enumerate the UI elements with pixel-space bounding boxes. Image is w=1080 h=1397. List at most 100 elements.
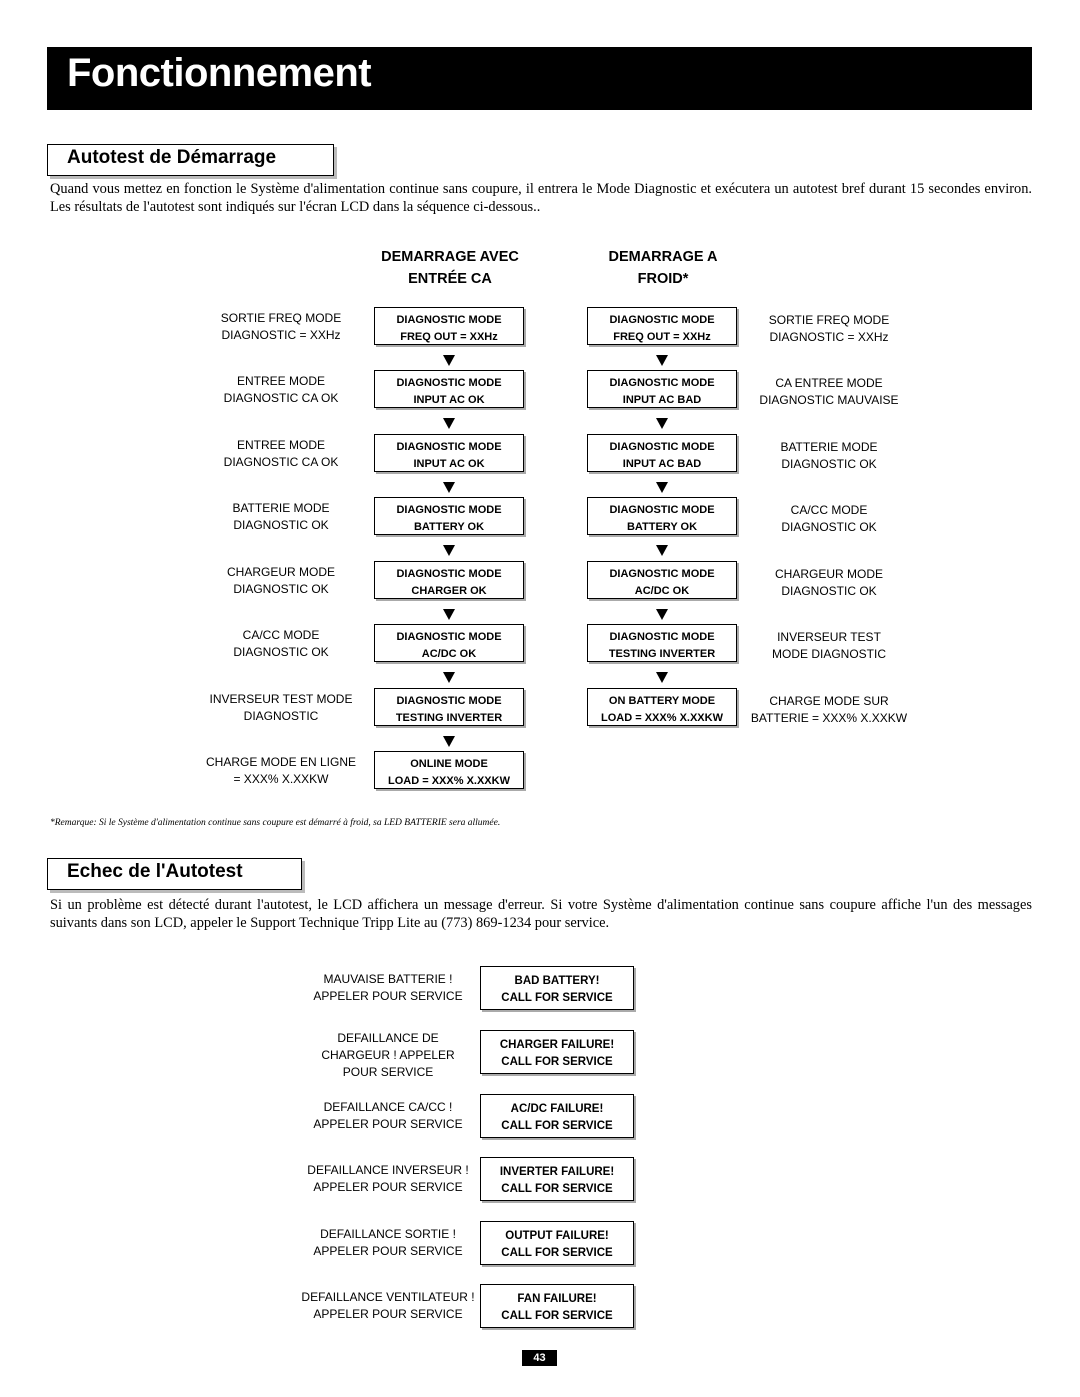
step-label: CHARGEUR MODE DIAGNOSTIC OK [744, 566, 914, 600]
section-heading-text: Echec de l'Autotest [67, 861, 243, 882]
lcd-line1: DIAGNOSTIC MODE [396, 504, 502, 516]
lcd-line2: FREQ OUT = XXHz [613, 331, 711, 343]
step-label-line1: CHARGEUR MODE [774, 567, 883, 581]
error-lcd-display: FAN FAILURE! CALL FOR SERVICE [480, 1284, 634, 1328]
error-lcd-display: OUTPUT FAILURE!CALL FOR SERVICE [480, 1221, 634, 1265]
section-heading-autotest: Autotest de Démarrage [47, 144, 334, 176]
step-label-line2: DIAGNOSTIC OK [233, 582, 329, 596]
error-label: MAUVAISE BATTERIE ! APPELER POUR SERVICE [293, 971, 483, 1005]
error-label-line: APPELER POUR SERVICE [313, 1117, 463, 1131]
error-label-line: DEFAILLANCE DE [337, 1031, 439, 1045]
error-lcd-display: BAD BATTERY!CALL FOR SERVICE [480, 966, 634, 1010]
page-title: Fonctionnement [67, 51, 372, 95]
down-arrow-icon [656, 418, 668, 429]
error-label: DEFAILLANCE INVERSEUR ! APPELER POUR SERV… [293, 1162, 483, 1196]
lcd-line2: LOAD = XXX% X.XXKW [388, 775, 510, 787]
lcd-line2: INPUT AC OK [413, 394, 485, 406]
lcd-line1: DIAGNOSTIC MODE [396, 695, 502, 707]
section-heading-echec: Echec de l'Autotest [47, 858, 302, 890]
lcd-line1: DIAGNOSTIC MODE [396, 568, 502, 580]
error-lcd-display: INVERTER FAILURE! CALL FOR SERVICE [480, 1157, 634, 1201]
left-heading-line1: DEMARRAGE AVEC [381, 249, 519, 265]
step-label: CHARGE MODE EN LIGNE = XXX% X.XXKW [196, 754, 366, 788]
error-lcd-line2: CALL FOR SERVICE [501, 1183, 613, 1195]
lcd-line2: AC/DC OK [634, 585, 690, 597]
lcd-line1: DIAGNOSTIC MODE [609, 377, 715, 389]
step-label-line2: DIAGNOSTIC OK [233, 645, 329, 659]
lcd-display: DIAGNOSTIC MODE BATTERY OK [587, 497, 737, 535]
step-label-line2: MODE DIAGNOSTIC [771, 647, 886, 661]
lcd-line1: DIAGNOSTIC MODE [609, 568, 715, 580]
step-label-line2: DIAGNOSTIC MAUVAISE [759, 393, 899, 407]
down-arrow-icon [443, 418, 455, 429]
down-arrow-icon [656, 545, 668, 556]
step-label-line2: BATTERIE = XXX% X.XXKW [750, 711, 908, 725]
step-label-line2: DIAGNOSTIC OK [781, 584, 877, 598]
lcd-line2: INPUT AC BAD [622, 394, 702, 406]
step-label-line1: CHARGE MODE EN LIGNE [205, 755, 357, 769]
lcd-line1: ON BATTERY MODE [608, 695, 716, 707]
error-label: DEFAILLANCE SORTIE !APPELER POUR SERVICE [293, 1226, 483, 1260]
down-arrow-icon [443, 355, 455, 366]
error-lcd-line1: AC/DC FAILURE! [510, 1103, 604, 1115]
lcd-line1: DIAGNOSTIC MODE [396, 314, 502, 326]
lcd-line2: AC/DC OK [421, 648, 477, 660]
error-label-line: POUR SERVICE [342, 1065, 434, 1079]
error-lcd-line2: CALL FOR SERVICE [501, 1247, 613, 1259]
step-label-line1: BATTERIE MODE [232, 501, 330, 515]
failure-paragraph: Si un problème est détecté durant l'auto… [50, 897, 1032, 931]
step-label-line2: DIAGNOSTIC OK [781, 457, 877, 471]
error-label-line: APPELER POUR SERVICE [313, 989, 463, 1003]
lcd-line1: DIAGNOSTIC MODE [609, 504, 715, 516]
step-label-line2: DIAGNOSTIC CA OK [223, 455, 339, 469]
step-label-line1: BATTERIE MODE [780, 440, 878, 454]
lcd-line2: BATTERY OK [626, 521, 698, 533]
error-label-line: DEFAILLANCE VENTILATEUR ! [301, 1290, 475, 1304]
lcd-display: DIAGNOSTIC MODE INPUT AC BAD [587, 434, 737, 472]
error-lcd-line1: INVERTER FAILURE! [499, 1166, 615, 1178]
step-label: CHARGEUR MODE DIAGNOSTIC OK [196, 564, 366, 598]
footnote: *Remarque: Si le Système d'alimentation … [50, 818, 501, 828]
intro-paragraph: Quand vous mettez en fonction le Système… [50, 181, 1032, 215]
error-label-line: CHARGEUR ! APPELER [321, 1048, 455, 1062]
error-lcd-line2: CALL FOR SERVICE [501, 1120, 613, 1132]
down-arrow-icon [443, 482, 455, 493]
error-label-line: APPELER POUR SERVICE [313, 1180, 463, 1194]
error-label-line: DEFAILLANCE INVERSEUR ! [307, 1163, 469, 1177]
down-arrow-icon [443, 545, 455, 556]
step-label-line2: DIAGNOSTIC CA OK [223, 391, 339, 405]
lcd-line2: CHARGER OK [411, 585, 487, 597]
step-label-line1: CA/CC MODE [242, 628, 320, 642]
step-label-line1: INVERSEUR TEST MODE [209, 692, 353, 706]
step-label-line1: CHARGEUR MODE [226, 565, 335, 579]
error-lcd-line1: FAN FAILURE! [517, 1293, 597, 1305]
error-lcd-line1: CHARGER FAILURE! [499, 1039, 615, 1051]
step-label-line2: = XXX% X.XXKW [233, 772, 329, 786]
lcd-line2: LOAD = XXX% X.XXKW [601, 712, 723, 724]
lcd-line2: INPUT AC BAD [622, 458, 702, 470]
step-label-line1: ENTREE MODE [236, 438, 325, 452]
error-lcd-display: CHARGER FAILURE!CALL FOR SERVICE [480, 1030, 634, 1074]
step-label-line1: SORTIE FREQ MODE [220, 311, 342, 325]
step-label: CA/CC MODE DIAGNOSTIC OK [196, 627, 366, 661]
error-label-line: MAUVAISE BATTERIE ! [323, 972, 453, 986]
page-number: 43 [522, 1350, 557, 1366]
lcd-line1: DIAGNOSTIC MODE [609, 441, 715, 453]
lcd-display: DIAGNOSTIC MODE AC/DC OK [587, 561, 737, 599]
error-lcd-line2: CALL FOR SERVICE [501, 1310, 613, 1322]
error-label-line: APPELER POUR SERVICE [313, 1244, 463, 1258]
step-label-line1: SORTIE FREQ MODE [768, 313, 890, 327]
